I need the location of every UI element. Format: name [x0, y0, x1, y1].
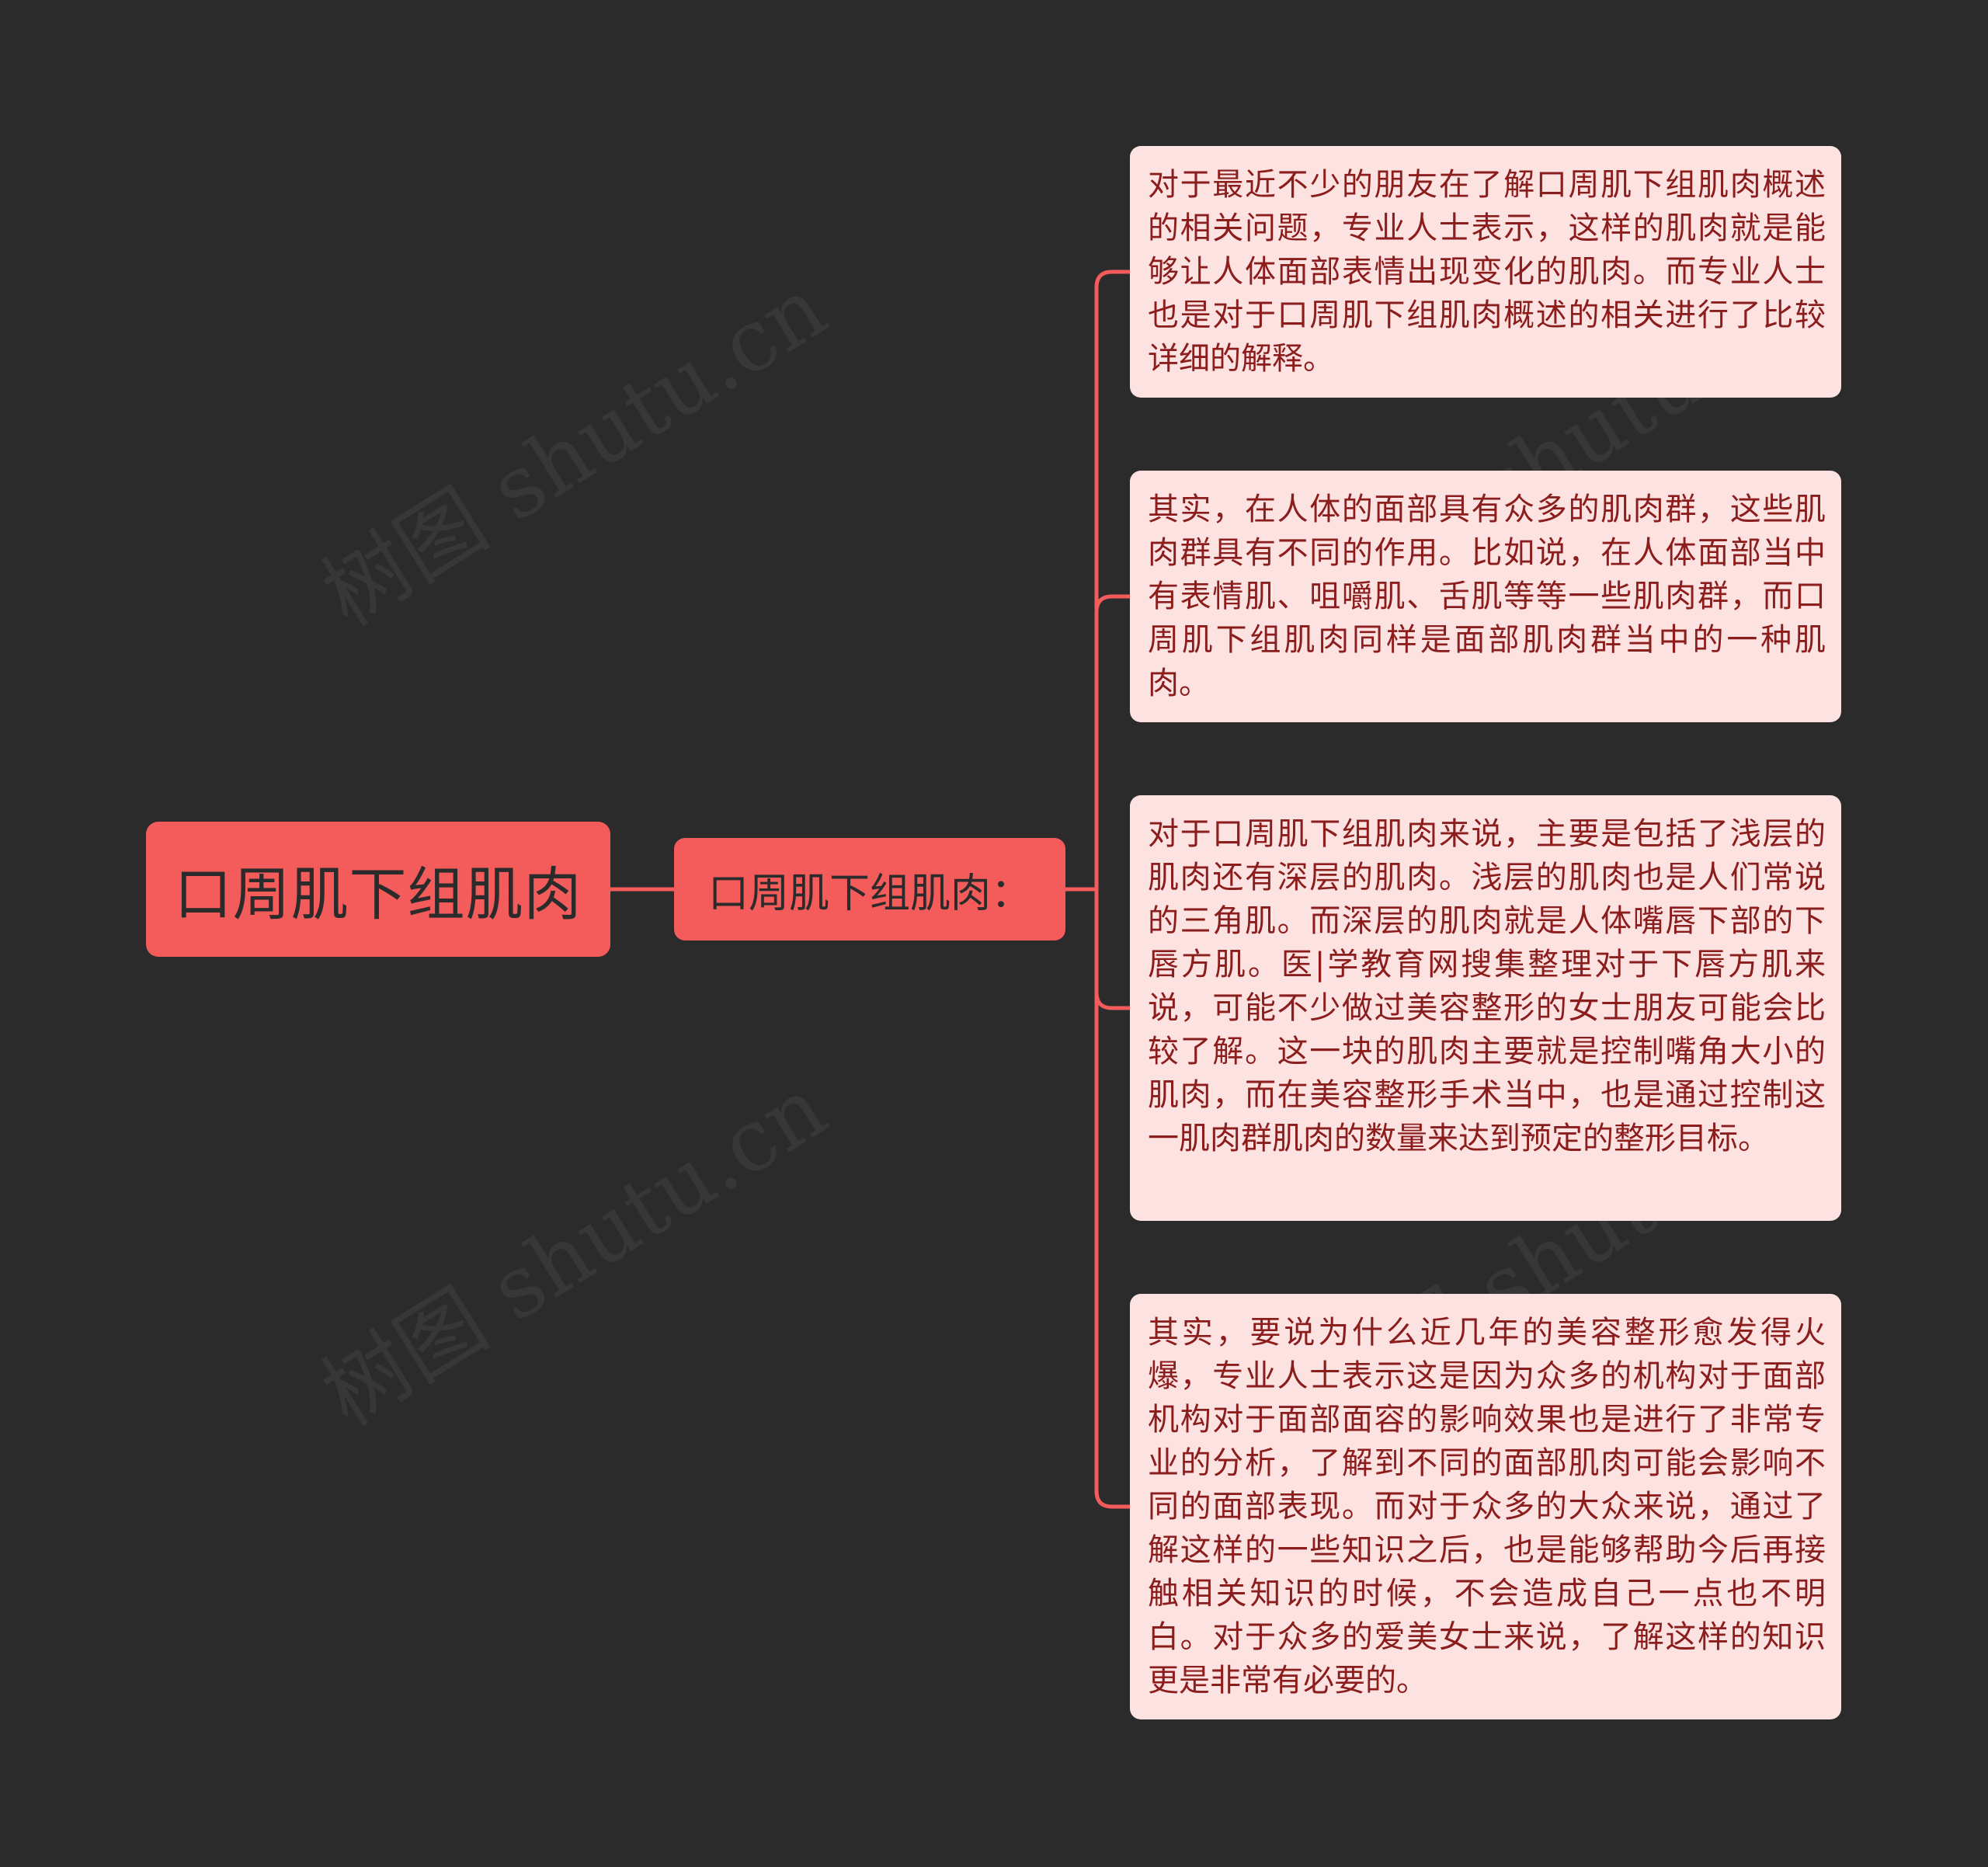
leaf-node-1[interactable]: 对于最近不少的朋友在了解口周肌下组肌肉概述的相关问题，专业人士表示，这样的肌肉就… [1130, 146, 1841, 398]
leaf-1-connector [1094, 269, 1132, 290]
leaf-node-3[interactable]: 对于口周肌下组肌肉来说，主要是包括了浅层的肌肉还有深层的肌肉。浅层的肌肉也是人们… [1130, 795, 1841, 1221]
leaf-2-connector [1094, 594, 1132, 614]
leaf-node-text: 其实，要说为什么近几年的美容整形愈发得火爆，专业人士表示这是因为众多的机构对于面… [1148, 1315, 1826, 1698]
leaf-node-text: 对于最近不少的朋友在了解口周肌下组肌肉概述的相关问题，专业人士表示，这样的肌肉就… [1148, 167, 1826, 377]
branch-node[interactable]: 口周肌下组肌肉： [674, 838, 1065, 940]
leaf-node-2[interactable]: 其实，在人体的面部具有众多的肌肉群，这些肌肉群具有不同的作用。比如说，在人体面部… [1130, 471, 1841, 722]
leaf-3-connector [1094, 990, 1132, 1010]
leaf-node-4[interactable]: 其实，要说为什么近几年的美容整形愈发得火爆，专业人士表示这是因为众多的机构对于面… [1130, 1294, 1841, 1719]
leaf-node-text: 其实，在人体的面部具有众多的肌肉群，这些肌肉群具有不同的作用。比如说，在人体面部… [1148, 492, 1826, 701]
root-node[interactable]: 口周肌下组肌肉 [146, 822, 610, 957]
leaf-4-connector [1094, 1489, 1132, 1509]
root-node-label: 口周肌下组肌肉 [174, 860, 582, 928]
branch-node-label: 口周肌下组肌肉： [707, 870, 1031, 917]
leaf-node-text: 对于口周肌下组肌肉来说，主要是包括了浅层的肌肉还有深层的肌肉。浅层的肌肉也是人们… [1148, 816, 1826, 1156]
